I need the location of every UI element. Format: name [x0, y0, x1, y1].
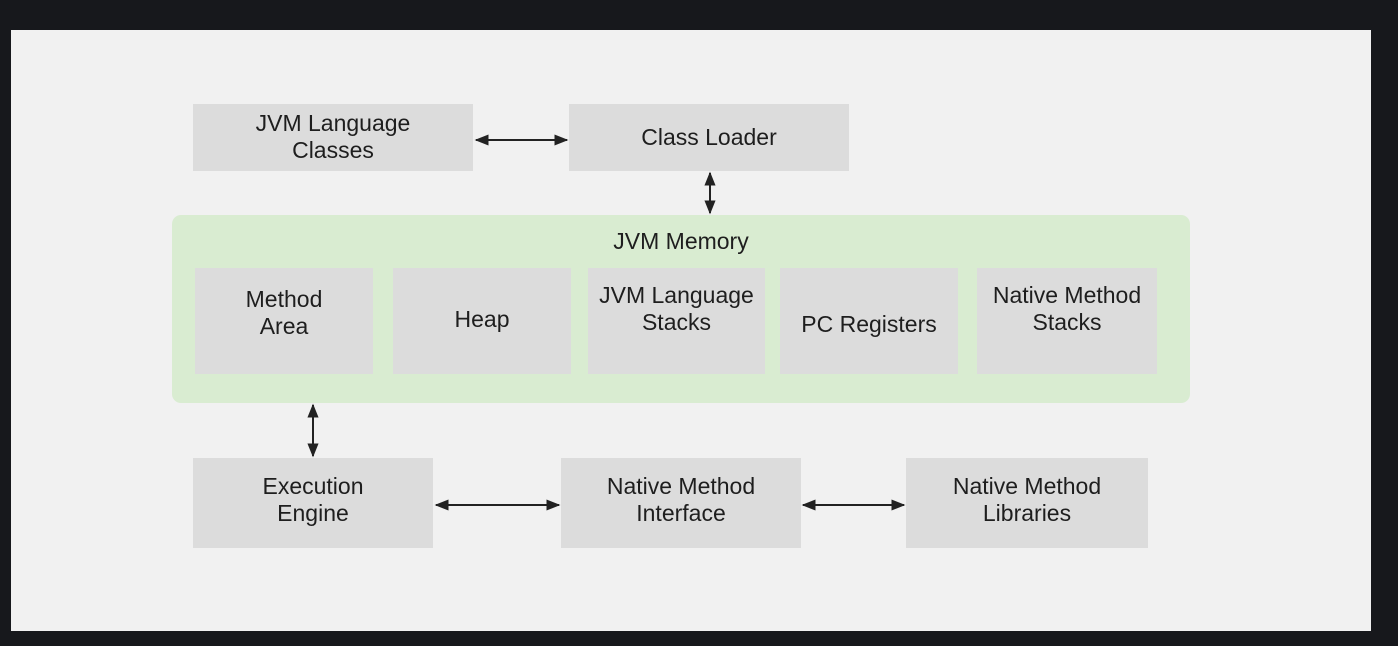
- jvm-memory-title: JVM Memory: [613, 228, 749, 254]
- native-method-stacks-box: Native Method Stacks: [977, 268, 1157, 374]
- method-area-box: Method Area: [195, 268, 373, 374]
- native-method-interface-box: Native Method Interface: [561, 458, 801, 548]
- jvm-language-classes-box: JVM Language Classes: [193, 104, 473, 171]
- heap-box: Heap: [393, 268, 571, 374]
- execution-engine-box: Execution Engine: [193, 458, 433, 548]
- class-loader-box: Class Loader: [569, 104, 849, 171]
- jvm-language-stacks-box: JVM Language Stacks: [588, 268, 765, 374]
- pc-registers-box: PC Registers: [780, 268, 958, 374]
- native-method-libraries-box: Native Method Libraries: [906, 458, 1148, 548]
